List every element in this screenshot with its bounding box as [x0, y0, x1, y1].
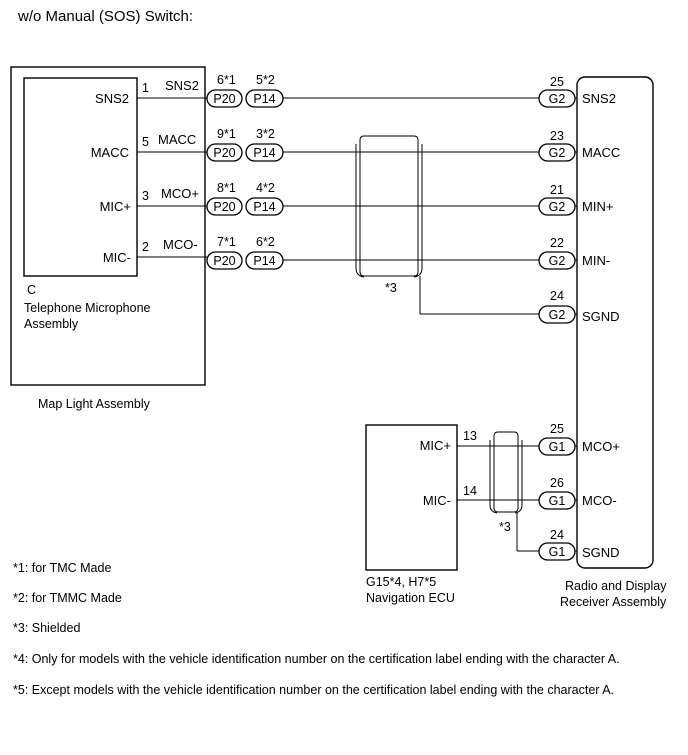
left-signal-label: MACC	[91, 145, 129, 160]
left-pin-number: 2	[142, 240, 149, 254]
wire-row-sgnd-g1: 24 G1 SGND	[538, 528, 620, 561]
wire-row-mic-plus: MIC+ 3 MCO+ 8*1 4*2 P20 P14 21 G2 MIN+	[100, 181, 613, 216]
connector-p14-label: P14	[253, 254, 275, 268]
map-light-assembly-box	[10, 66, 206, 386]
footnote: *3: Shielded	[13, 621, 80, 635]
receiver-signal-label: MCO-	[582, 493, 617, 508]
navigation-ecu-label: Navigation ECU	[366, 591, 455, 605]
receiver-pin-number: 22	[550, 236, 564, 250]
mid-signal-label: MACC	[158, 132, 196, 147]
footnote: *5: Except models with the vehicle ident…	[13, 683, 614, 697]
mic-assembly-label-2: Assembly	[24, 317, 79, 331]
receiver-signal-label: MIN-	[582, 253, 610, 268]
diagram-title: w/o Manual (SOS) Switch:	[17, 8, 193, 25]
nav-ecu-signal-label: MIC-	[423, 493, 451, 508]
receiver-pin-number: 23	[550, 129, 564, 143]
wire-row-sns2: SNS2 1 SNS2 6*1 5*2 P20 P14 25 G2 SNS2	[95, 73, 616, 108]
connector-p14-label: P14	[253, 146, 275, 160]
upper-shield: *3	[355, 135, 539, 315]
navigation-ecu-box	[365, 424, 458, 571]
connector-p20	[206, 143, 243, 162]
mic-assembly-label-1: Telephone Microphone	[24, 301, 151, 315]
mid-signal-label: MCO-	[163, 237, 198, 252]
p14-pin-number: 6*2	[256, 235, 275, 249]
mid-signal-label: MCO+	[161, 186, 199, 201]
wire-row-macc: MACC 5 MACC 9*1 3*2 P20 P14 23 G2 MACC	[91, 127, 620, 162]
mic-assembly-code: C	[27, 283, 36, 297]
wire-row-mic-minus: MIC- 2 MCO- 7*1 6*2 P20 P14 22 G2 MIN-	[103, 235, 610, 270]
lower-shield: *3	[489, 431, 539, 552]
connector-g2-label: G2	[549, 308, 566, 322]
connector-g2-label: G2	[549, 254, 566, 268]
nav-ecu-signal-label: MIC+	[420, 438, 451, 453]
connector-p20-label: P20	[213, 254, 235, 268]
p20-pin-number: 9*1	[217, 127, 236, 141]
connector-p14-label: P14	[253, 200, 275, 214]
connector-g2-label: G2	[549, 200, 566, 214]
p14-pin-number: 5*2	[256, 73, 275, 87]
footnote: *4: Only for models with the vehicle ide…	[13, 652, 620, 666]
connector-p20	[206, 197, 243, 216]
left-signal-label: MIC-	[103, 250, 131, 265]
shield-label: *3	[499, 520, 511, 534]
receiver-signal-label: SGND	[582, 309, 620, 324]
receiver-pin-number: 21	[550, 183, 564, 197]
p14-pin-number: 4*2	[256, 181, 275, 195]
mid-signal-label: SNS2	[165, 78, 199, 93]
left-pin-number: 5	[142, 135, 149, 149]
left-pin-number: 3	[142, 189, 149, 203]
navigation-ecu-code: G15*4, H7*5	[366, 575, 436, 589]
map-light-assembly-label: Map Light Assembly	[38, 397, 151, 411]
connector-g1-label: G1	[549, 545, 566, 559]
receiver-pin-number: 25	[550, 75, 564, 89]
receiver-signal-label: SGND	[582, 545, 620, 560]
left-signal-label: SNS2	[95, 91, 129, 106]
connector-p14-label: P14	[253, 92, 275, 106]
connector-g2-label: G2	[549, 92, 566, 106]
receiver-label-2: Receiver Assembly	[560, 595, 667, 609]
footnote: *1: for TMC Made	[13, 561, 111, 575]
left-signal-label: MIC+	[100, 199, 131, 214]
footnote: *2: for TMMC Made	[13, 591, 122, 605]
nav-ecu-pin-number: 13	[463, 429, 477, 443]
connector-p20-label: P20	[213, 146, 235, 160]
receiver-pin-number: 24	[550, 289, 564, 303]
nav-wire-mco-plus: MIC+ 13 25 G1 MCO+	[420, 422, 620, 456]
receiver-pin-number: 24	[550, 528, 564, 542]
connector-g2-label: G2	[549, 146, 566, 160]
p14-pin-number: 3*2	[256, 127, 275, 141]
connector-p20	[206, 89, 243, 108]
footnotes: *1: for TMC Made *2: for TMMC Made *3: S…	[13, 561, 620, 697]
nav-ecu-pin-number: 14	[463, 484, 477, 498]
connector-p20-label: P20	[213, 92, 235, 106]
mic-assembly-box	[23, 77, 138, 277]
wire-row-sgnd-g2: 24 G2 SGND	[538, 289, 620, 324]
receiver-signal-label: SNS2	[582, 91, 616, 106]
receiver-pin-number: 25	[550, 422, 564, 436]
connector-p20-label: P20	[213, 200, 235, 214]
p20-pin-number: 8*1	[217, 181, 236, 195]
left-pin-number: 1	[142, 81, 149, 95]
connector-g1-label: G1	[549, 440, 566, 454]
receiver-signal-label: MIN+	[582, 199, 613, 214]
shield-label: *3	[385, 281, 397, 295]
receiver-signal-label: MCO+	[582, 439, 620, 454]
receiver-pin-number: 26	[550, 476, 564, 490]
nav-wire-mco-minus: MIC- 14 26 G1 MCO-	[423, 476, 617, 510]
p20-pin-number: 6*1	[217, 73, 236, 87]
connector-g1-label: G1	[549, 494, 566, 508]
connector-p20	[206, 251, 243, 270]
receiver-signal-label: MACC	[582, 145, 620, 160]
p20-pin-number: 7*1	[217, 235, 236, 249]
receiver-label-1: Radio and Display	[565, 579, 667, 593]
receiver-assembly-box	[576, 76, 654, 569]
